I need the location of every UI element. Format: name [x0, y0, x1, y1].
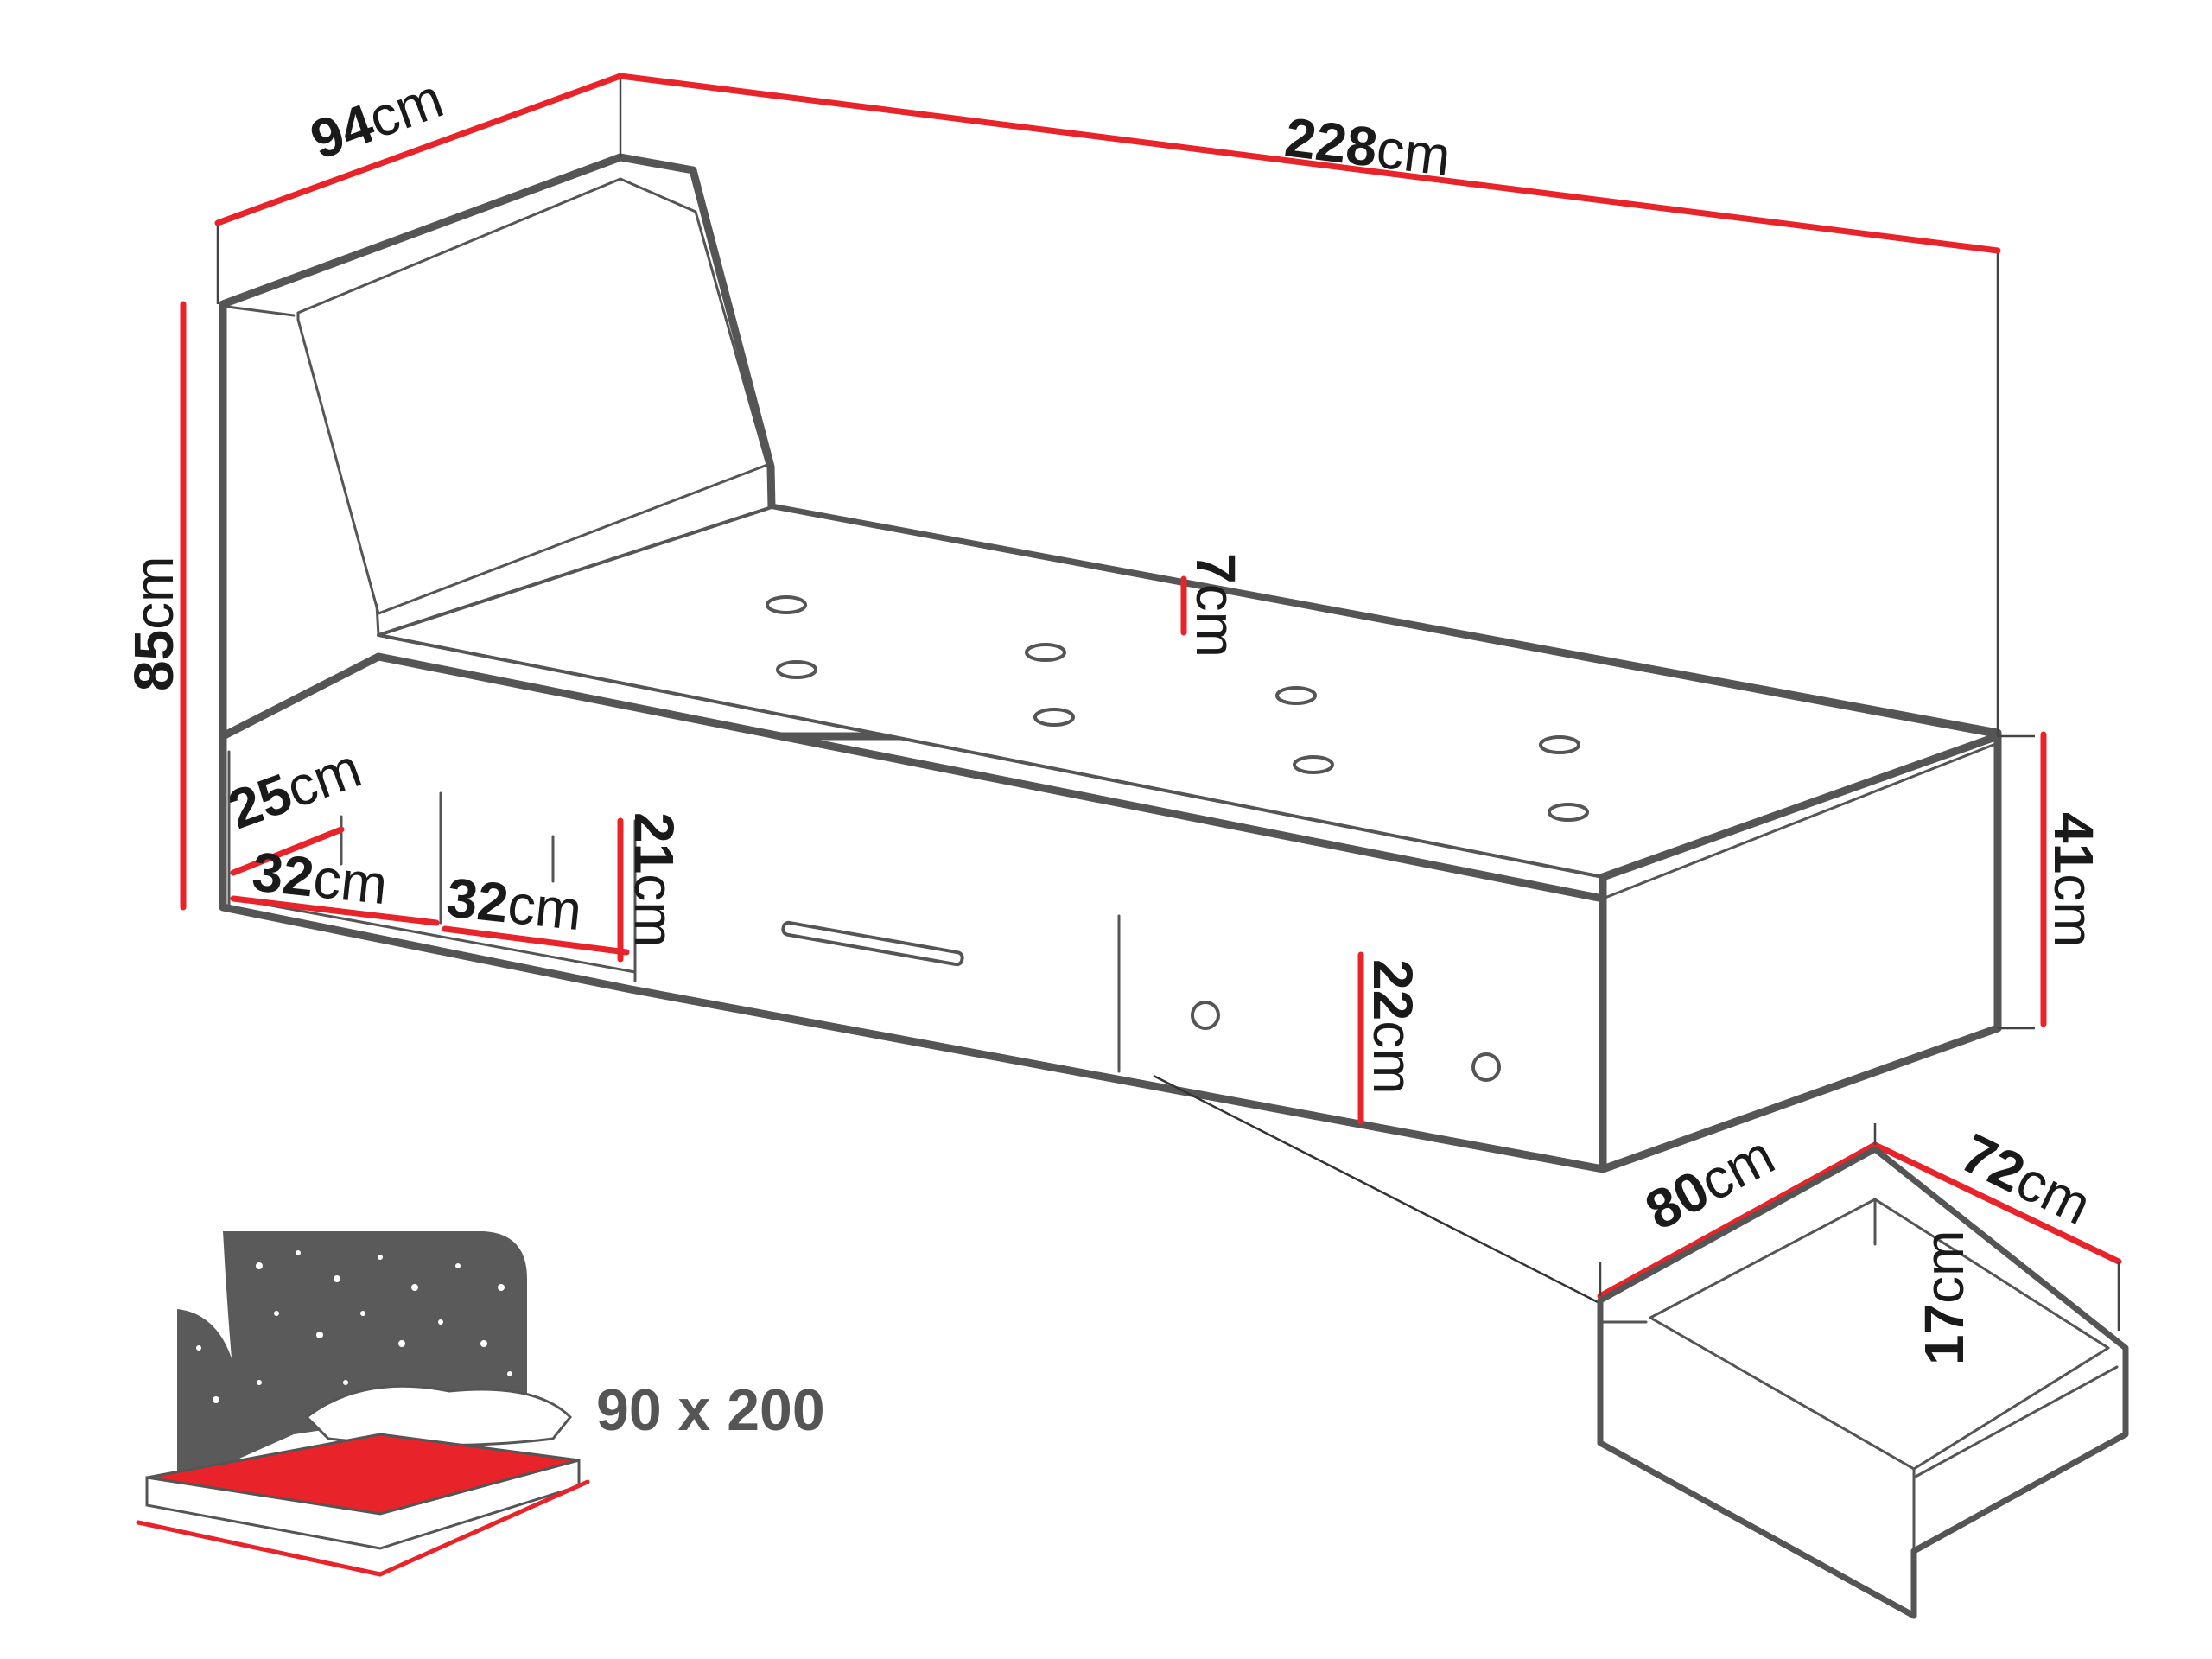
shelf-width-1-label: 32cm [250, 840, 391, 916]
bed-illustration [219, 153, 2002, 1173]
pillow [304, 1384, 573, 1446]
shelf-height-label: 21cm [623, 812, 685, 948]
drawer-box [1597, 1146, 2129, 1619]
drawer-knob [1471, 1052, 1501, 1082]
side-height-label: 41cm [2043, 812, 2105, 948]
length-label: 228cm [1281, 105, 1453, 188]
shelf-width-2-label: 32cm [444, 866, 585, 942]
headboard-star-print [177, 1231, 527, 1486]
dimension-lines [180, 73, 2122, 1351]
stars [196, 1250, 512, 1403]
mattress-size-label: 90 x 200 [596, 1377, 825, 1443]
mattress-thickness-label: 7cm [1185, 553, 1247, 658]
height-label: 85cm [123, 556, 185, 692]
drawer-knob [1191, 1001, 1220, 1030]
dimension-labels: 94cm 228cm 85cm 7cm 41cm 25cm 32cm 32cm … [123, 67, 2105, 1443]
drawer-front-height-label: 22cm [1362, 959, 1424, 1095]
mattress-icon [136, 1231, 590, 1577]
mattress-buttons [766, 595, 1589, 822]
depth-label: 94cm [302, 67, 451, 171]
drawer-handle [781, 920, 964, 967]
drawer-detail [1153, 1074, 2129, 1619]
drawer-inner-height-label: 17cm [1913, 1230, 1975, 1366]
